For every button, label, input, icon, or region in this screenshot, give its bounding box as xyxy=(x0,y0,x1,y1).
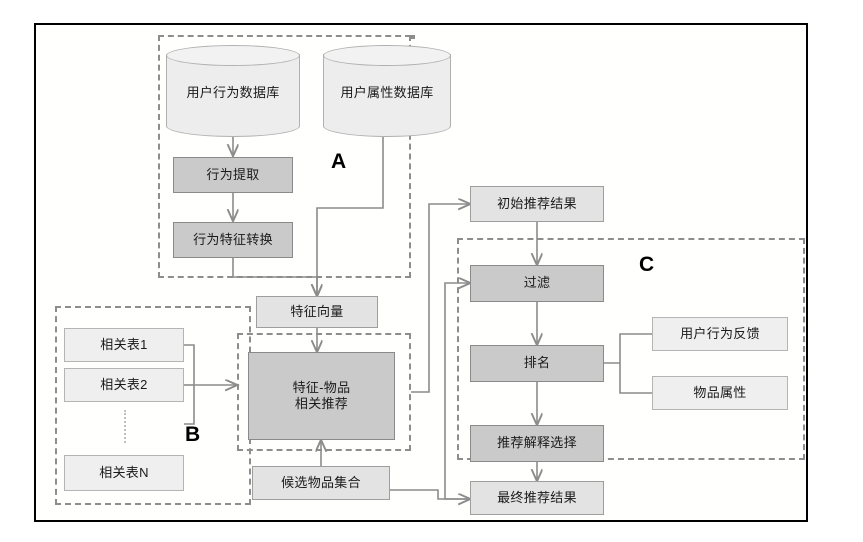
node-user-behavior-feedback[interactable]: 用户行为反馈 xyxy=(652,317,788,351)
node-feature-item-recommend[interactable]: 特征-物品 相关推荐 xyxy=(248,352,395,440)
datastore-user-behavior-db: 用户行为数据库 xyxy=(166,45,300,137)
group-label-b: B xyxy=(185,423,201,446)
node-candidate-item-set[interactable]: 候选物品集合 xyxy=(252,466,390,500)
node-relation-table-n[interactable]: 相关表N xyxy=(64,455,184,491)
node-filter[interactable]: 过滤 xyxy=(470,265,604,302)
node-label-line-1: 特征-物品 xyxy=(292,379,351,395)
relation-tables-ellipsis xyxy=(124,410,126,443)
node-item-attribute[interactable]: 物品属性 xyxy=(652,376,788,410)
node-relation-table-2[interactable]: 相关表2 xyxy=(64,368,184,402)
node-relation-table-1[interactable]: 相关表1 xyxy=(64,328,184,362)
cylinder-top xyxy=(166,45,300,66)
node-final-recommendation[interactable]: 最终推荐结果 xyxy=(470,481,604,515)
cylinder-body xyxy=(166,54,300,137)
cylinder-top xyxy=(323,45,451,66)
node-behavior-extraction[interactable]: 行为提取 xyxy=(173,157,293,193)
cylinder-body xyxy=(323,54,451,137)
node-label-line-2: 相关推荐 xyxy=(294,396,349,411)
group-label-a: A xyxy=(331,150,347,173)
datastore-label: 用户属性数据库 xyxy=(340,84,434,100)
datastore-user-attribute-db: 用户属性数据库 xyxy=(323,45,451,137)
node-explanation-selection[interactable]: 推荐解释选择 xyxy=(470,425,604,462)
group-label-c: C xyxy=(639,253,655,276)
node-initial-recommendation[interactable]: 初始推荐结果 xyxy=(470,186,604,222)
node-behavior-feature-transform[interactable]: 行为特征转换 xyxy=(173,222,293,258)
node-ranking[interactable]: 排名 xyxy=(470,345,604,382)
group-box-a-extension xyxy=(411,35,415,39)
node-feature-vector[interactable]: 特征向量 xyxy=(256,296,378,328)
datastore-label: 用户行为数据库 xyxy=(186,84,280,100)
